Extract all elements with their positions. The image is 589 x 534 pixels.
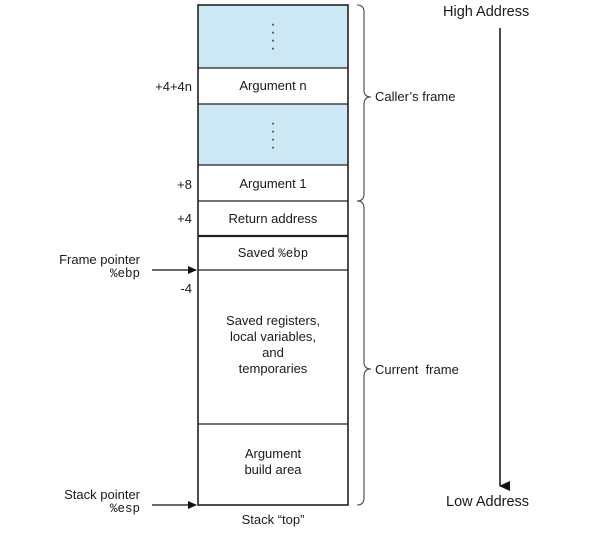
stack-top-label: Stack “top”: [241, 512, 305, 527]
saved-registers-line-4: temporaries: [238, 361, 308, 376]
cell-dots-mid: [198, 104, 348, 165]
low-address-label: Low Address: [446, 494, 530, 510]
cell-saved-registers: Saved registers, local variables, and te…: [198, 313, 348, 377]
cell-return-address: Return address: [228, 211, 318, 226]
frame-pointer-register: %ebp: [109, 267, 140, 281]
ellipsis-top: ····: [270, 16, 276, 57]
offset-saved-registers: -4: [180, 281, 192, 296]
cell-argument-1: Argument 1: [239, 176, 307, 191]
cell-argument-n: Argument n: [239, 78, 307, 93]
stack-pointer-label: Stack pointer %esp: [64, 487, 140, 517]
cell-argument-build-area: Argument build area: [198, 446, 348, 478]
argument-build-line-2: build area: [244, 462, 302, 477]
high-address-label: High Address: [443, 4, 530, 20]
saved-ebp-register: %ebp: [278, 247, 309, 261]
frame-pointer-name: Frame pointer: [59, 252, 140, 267]
offset-arg-n: +4+4n: [155, 79, 192, 94]
caller-frame-brace: [356, 4, 372, 202]
argument-build-line-1: Argument: [244, 446, 302, 461]
saved-registers-line-2: local variables,: [230, 329, 316, 344]
stack-pointer-register: %esp: [109, 502, 140, 516]
offset-return-address: +4: [177, 211, 192, 226]
caller-frame-label: Caller’s frame: [375, 89, 456, 104]
current-frame-label: Current frame: [375, 362, 459, 377]
cell-dots-top: [198, 5, 348, 68]
saved-registers-line-3: and: [262, 345, 284, 360]
cell-saved-ebp: Saved %ebp: [198, 245, 348, 262]
stack-pointer-name: Stack pointer: [64, 487, 140, 502]
frame-pointer-label: Frame pointer %ebp: [59, 252, 140, 282]
saved-registers-line-1: Saved registers,: [226, 313, 320, 328]
current-frame-brace: [356, 200, 372, 506]
stack-column-outline: [197, 4, 349, 506]
offset-arg-1: +8: [177, 177, 192, 192]
saved-ebp-prefix: Saved: [237, 245, 279, 260]
ellipsis-mid: ····: [270, 115, 276, 156]
